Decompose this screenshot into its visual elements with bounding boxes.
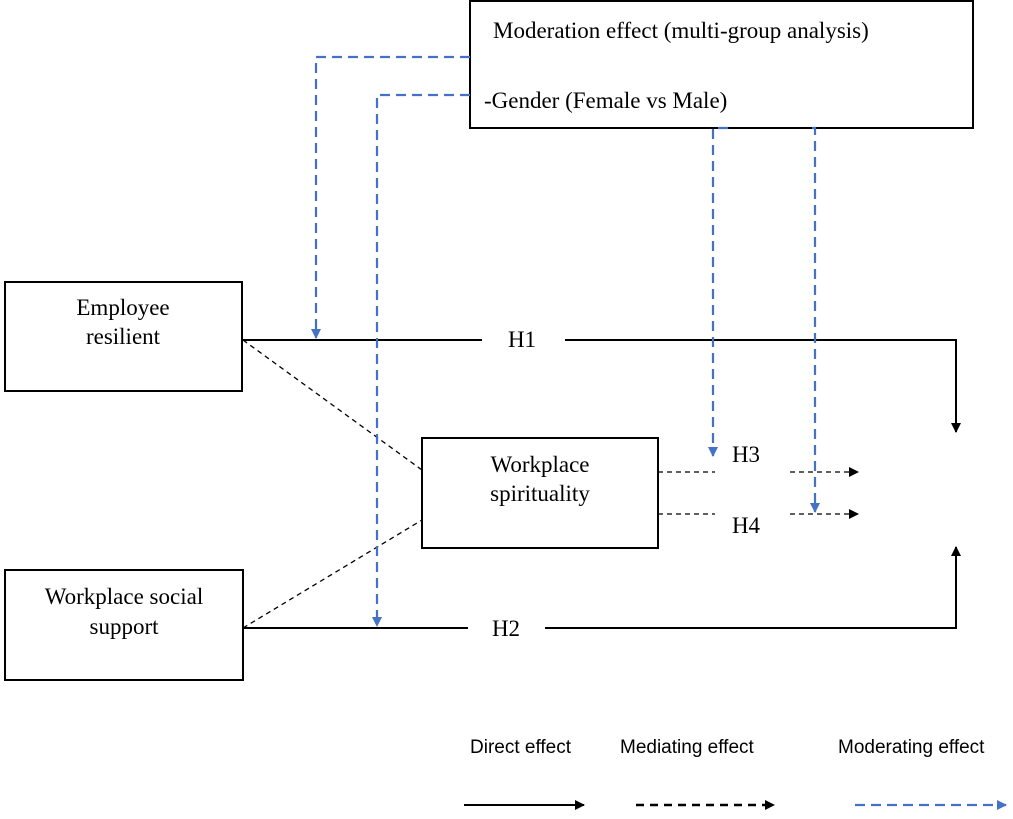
path-h4: H4: [658, 509, 859, 538]
employee-resilient-box: Employee resilient: [4, 281, 243, 392]
path-h2-label: H2: [492, 616, 520, 641]
mediation-link-social-support: [242, 519, 423, 629]
workplace-spirituality-label-2: spirituality: [490, 481, 590, 506]
moderator-box: Moderation effect (multi-group analysis)…: [469, 0, 974, 129]
workplace-spirituality-label-1: Workplace: [490, 452, 589, 477]
path-h3: H3: [658, 442, 859, 477]
path-h1: H1: [242, 327, 961, 433]
moderation-arrow-h1: [311, 55, 470, 339]
legend: Direct effect Mediating effect Moderatin…: [464, 737, 1007, 810]
moderation-arrow-h3: [708, 126, 728, 457]
moderator-variable: -Gender (Female vs Male): [484, 88, 727, 113]
workplace-social-support-label-2: support: [90, 614, 160, 639]
legend-moderating-label: Moderating effect: [838, 737, 985, 758]
workplace-social-support-box: Workplace social support: [4, 569, 244, 681]
employee-resilient-label-1: Employee: [76, 295, 169, 320]
moderation-arrow-h4: [810, 126, 820, 513]
path-h3-label: H3: [732, 442, 760, 467]
moderator-title: Moderation effect (multi-group analysis): [493, 18, 869, 43]
mediation-link-resilient: [242, 339, 423, 471]
workplace-social-support-label-1: Workplace social: [45, 584, 203, 609]
employee-resilient-label-2: resilient: [86, 324, 161, 349]
path-h2: H2: [243, 546, 961, 641]
legend-mediating-label: Mediating effect: [620, 737, 755, 758]
legend-direct-label: Direct effect: [470, 737, 572, 758]
workplace-spirituality-box: Workplace spirituality: [421, 437, 659, 549]
path-h1-label: H1: [508, 327, 536, 352]
path-h4-label: H4: [732, 513, 761, 538]
